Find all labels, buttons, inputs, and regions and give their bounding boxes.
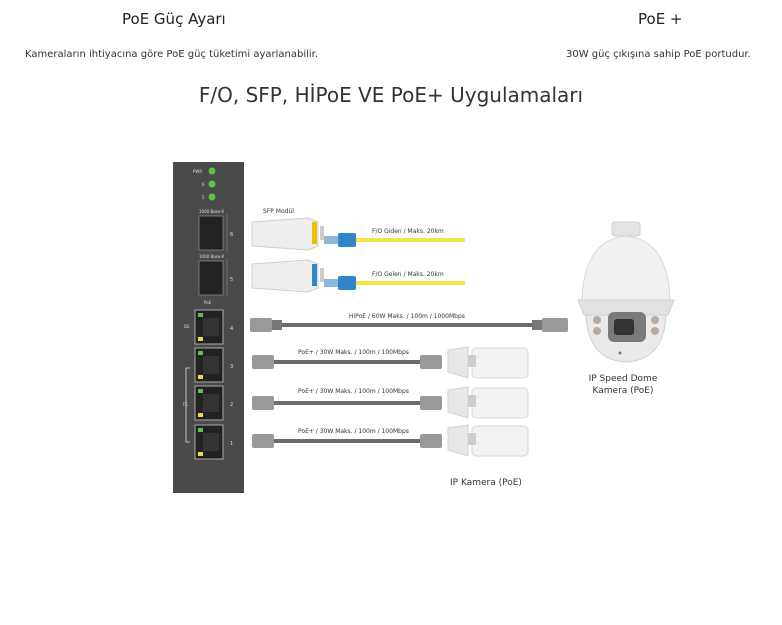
hipoe-label: HiPoE / 60W Maks. / 100m / 1000Mbps (349, 313, 465, 320)
eth-port-3: 3 (194, 347, 233, 383)
led-label: 5 (202, 195, 205, 200)
bullet-camera-3 (447, 424, 529, 457)
led-pwr (208, 167, 216, 175)
poe-cable-1: PoE+ / 30W Maks. / 100m / 100Mbps (252, 349, 442, 369)
sfp-port-label: 1000 Base-X (199, 254, 224, 259)
eth-port-2: 2 (194, 385, 233, 421)
port-number: 4 (230, 326, 233, 332)
fiber-in-cable: F/O Gelen / Maks. 20km (324, 271, 465, 290)
feature-desc-poe-plus: 30W güç çıkışına sahip PoE portudur. (566, 49, 751, 60)
eth-port-4: 4 (194, 309, 233, 345)
poe-line-label: PoE+ / 30W Maks. / 100m / 100Mbps (298, 428, 409, 435)
poe-line-label: PoE+ / 30W Maks. / 100m / 100Mbps (298, 388, 409, 395)
feature-desc-poe-power: Kameraların ihtiyacına göre PoE güç tüke… (25, 49, 319, 60)
port-number: 2 (230, 402, 233, 408)
led-6 (208, 180, 216, 188)
port-number: 6 (230, 232, 233, 238)
port-number: 3 (230, 364, 233, 370)
fe-bracket (185, 367, 190, 443)
section-title: F/O, SFP, HİPoE VE PoE+ Uygulamaları (198, 83, 584, 107)
poe-cable-3: PoE+ / 30W Maks. / 100m / 100Mbps (252, 428, 442, 448)
bullet-camera-1 (447, 346, 529, 379)
de-label: DE (184, 324, 190, 329)
speed-dome-camera (577, 221, 675, 363)
dome-label-line1: IP Speed Dome (589, 374, 658, 384)
sfp-port-5: 1000 Base-X 5 (198, 254, 233, 296)
fiber-in-label: F/O Gelen / Maks. 20km (372, 271, 444, 278)
status-leds: PWR 6 5 (193, 167, 216, 201)
eth-port-1: 1 (194, 424, 233, 460)
port-number: 5 (230, 277, 233, 283)
fiber-out-cable: F/O Giden / Maks. 20km (324, 228, 465, 247)
dome-label-line2: Kamera (PoE) (593, 386, 654, 396)
sfp-module-bottom (251, 259, 324, 293)
led-label: PWR (193, 169, 202, 174)
bullet-camera-2 (447, 386, 529, 419)
sfp-module-label: SFP Modül (263, 208, 294, 215)
led-5 (208, 193, 216, 201)
feature-title-poe-power: PoE Güç Ayarı (122, 10, 226, 28)
led-label: 6 (202, 182, 205, 187)
poe-line-label: PoE+ / 30W Maks. / 100m / 100Mbps (298, 349, 409, 356)
sfp-port-6: 1000 Base-X 6 (198, 209, 233, 252)
poe-label: PoE (204, 300, 212, 305)
feature-title-poe-plus: PoE + (638, 10, 683, 28)
sfp-port-label: 1000 Base-X (199, 209, 224, 214)
ip-camera-label: IP Kamera (PoE) (450, 478, 522, 488)
hipoe-cable: HiPoE / 60W Maks. / 100m / 1000Mbps (250, 313, 568, 332)
poe-cable-2: PoE+ / 30W Maks. / 100m / 100Mbps (252, 388, 442, 410)
port-number: 1 (230, 441, 233, 447)
sfp-module-top (251, 217, 324, 251)
fiber-out-label: F/O Giden / Maks. 20km (372, 228, 444, 235)
